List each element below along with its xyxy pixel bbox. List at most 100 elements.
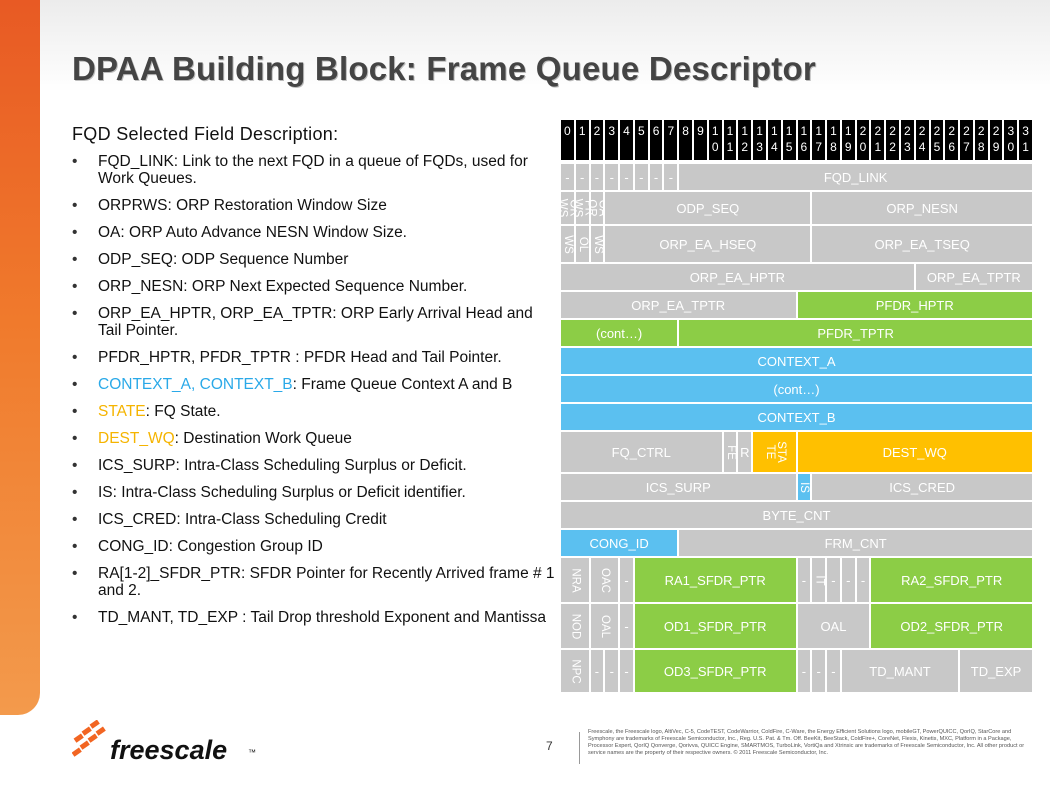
bit-number-cell: 2 4 [914,119,930,161]
field-description-item: RA[1-2]_SFDR_PTR: SFDR Pointer for Recen… [72,565,557,599]
register-field-cell-label: - [801,663,807,679]
register-field-cell: CONTEXT_B [560,403,1033,431]
bit-number-cell-label: 5 [637,124,645,138]
bit-number-cell-label: 2 0 [859,124,867,154]
register-field-cell: - [633,163,649,191]
register-field-cell-label: RA2_SFDR_PTR [901,572,1003,588]
register-field-cell: CONG_ID [560,529,679,557]
highlighted-field-name: CONTEXT_A, CONTEXT_B [98,376,293,393]
register-field-cell-label: TD_MANT [869,663,931,679]
register-field-cell: OA OR [589,191,605,225]
field-description-text: OA: ORP Auto Advance NESN Window Size. [98,224,407,241]
register-field-cell-label: - [594,663,600,679]
register-field-cell-label: - [624,169,629,185]
register-field-cell: NPC [560,649,590,693]
bit-number-cell: 3 0 [1003,119,1019,161]
register-field-cell: WS [589,225,605,263]
field-description-text: PFDR_HPTR, PFDR_TPTR : PFDR Head and Tai… [98,349,502,366]
field-description-text: : FQ State. [145,403,221,420]
register-field-cell-label: OL [576,236,589,252]
register-field-cell-label: IS [798,481,811,493]
field-description-item: ORP_EA_HPTR, ORP_EA_TPTR: ORP Early Arri… [72,305,557,339]
register-field-cell-label: - [609,663,614,679]
register-field-cell-label: - [816,663,821,679]
register-field-cell: IT [811,557,827,603]
register-field-cell-label: - [860,572,866,588]
register-field-cell: - [619,649,634,693]
bit-number-cell: 2 8 [973,119,989,161]
register-field-cell-label: OAL [598,614,611,638]
bit-number-cell-label: 2 3 [904,124,911,154]
header-background [0,0,1050,92]
register-field-cell-label: OD1_SFDR_PTR [663,618,767,634]
register-field-cell-label: - [565,169,570,185]
register-field-cell: IS [796,473,812,501]
bit-number-cell: 1 3 [752,119,767,161]
register-field-cell-label: RA1_SFDR_PTR [664,572,766,588]
register-field-cell-label: ODP_SEQ [676,200,740,216]
bit-number-cell-label: 1 4 [770,124,778,154]
register-field-cell: OR WS [560,191,575,225]
register-field-cell: NOD [560,603,590,649]
register-field-cell-label: - [609,169,614,185]
bit-number-cell: 5 [633,119,649,161]
freescale-logo: freescale ™ [72,718,272,768]
bit-number-cell: 2 2 [885,119,900,161]
register-field-cell: (cont…) [560,319,679,347]
field-description-item: ICS_SURP: Intra-Class Scheduling Surplus… [72,457,557,474]
logo-wordmark: freescale [110,735,228,765]
register-field-cell-label: - [639,169,644,185]
bit-number-cell-label: 2 6 [948,124,956,154]
register-field-cell: OD1_SFDR_PTR [633,603,797,649]
register-field-cell: ORP_EA_HSEQ [604,225,812,263]
bit-number-cell: 1 6 [796,119,812,161]
freescale-logo-icon [72,720,106,757]
register-field-cell: BYTE_CNT [560,501,1033,529]
register-field-cell-label: - [653,169,659,185]
register-field-cell-label: FQ_CTRL [611,444,671,460]
register-field-cell: - [560,163,575,191]
register-field-cell: ICS_CRED [811,473,1033,501]
field-description-text: ORPRWS: ORP Restoration Window Size [98,197,387,214]
register-field-cell-label: ORP_EA_TPTR [926,269,1021,285]
bit-number-cell: 2 1 [870,119,886,161]
register-field-cell: RA2_SFDR_PTR [870,557,1033,603]
register-field-cell-label: DEST_WQ [882,444,947,460]
bit-number-cell-label: 2 4 [918,124,926,154]
bit-number-cell-label: 2 7 [963,124,970,154]
register-field-cell: - [604,163,620,191]
register-field-cell-label: STA TE [763,441,787,463]
bit-number-cell: 0 [560,119,575,161]
register-field-cell-label: IT [813,574,826,586]
register-field-cell: WS [560,225,575,263]
register-field-cell-label: - [831,572,836,588]
register-field-cell: CONTEXT_A [560,347,1033,375]
register-field-cell-label: OD3_SFDR_PTR [663,663,767,679]
register-field-cell: OAC [589,557,620,603]
register-field-cell-label: OD2_SFDR_PTR [900,618,1003,634]
bit-number-cell-label: 1 9 [844,124,852,154]
register-field-cell: PFDR_HPTR [796,291,1033,319]
register-field-cell: PFDR_TPTR [678,319,1033,347]
register-field-cell: ORP_NESN [811,191,1033,225]
register-field-cell-label: PR WS [574,198,590,218]
register-field-cell-label: - [624,572,629,588]
field-description-text: ORP_EA_HPTR, ORP_EA_TPTR: ORP Early Arri… [98,305,533,339]
register-field-cell: - [574,163,590,191]
register-field-cell: TD_EXP [959,649,1033,693]
bit-number-cell: 1 2 [737,119,753,161]
register-field-cell-label: CONTEXT_A [757,353,836,369]
register-field-cell-label: - [831,663,836,679]
register-field-cell-label: ICS_SURP [645,479,711,495]
register-field-cell: TD_MANT [840,649,960,693]
register-field-cell-label: CONTEXT_B [757,409,836,425]
register-field-cell: OD2_SFDR_PTR [870,603,1033,649]
register-field-cell-label: OAL [820,618,847,634]
register-field-cell: OD3_SFDR_PTR [633,649,797,693]
field-description-item: OA: ORP Auto Advance NESN Window Size. [72,224,557,241]
register-field-cell-label: NRA [569,567,582,593]
bit-number-cell: 2 5 [929,119,945,161]
register-field-cell: - [826,649,841,693]
legal-notice: Freescale, the Freescale logo, AltiVec, … [588,729,1025,756]
register-field-cell-label: PFDR_TPTR [817,325,894,341]
